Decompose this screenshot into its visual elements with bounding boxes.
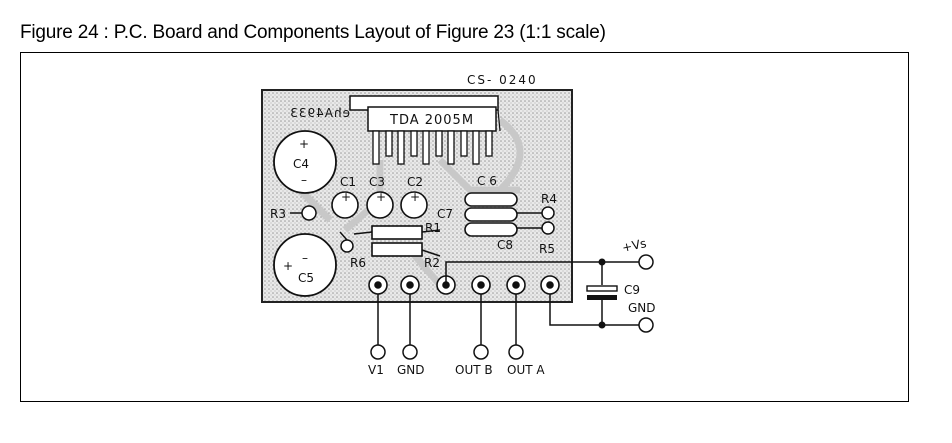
resistor-r6: R6 xyxy=(339,231,366,270)
svg-text:–: – xyxy=(302,251,308,265)
capacitor-c6 xyxy=(464,192,518,237)
c9-label: C9 xyxy=(624,283,640,297)
c4-label: C4 xyxy=(293,157,309,171)
terminal-circles xyxy=(370,254,654,360)
resistor-r1 xyxy=(353,225,441,257)
resistor-r3: R3 xyxy=(270,205,317,221)
ic-tda2005m: TDA 2005M xyxy=(349,95,501,165)
c3-label: C3 xyxy=(369,175,385,189)
pad-row xyxy=(368,275,560,295)
svg-text:–: – xyxy=(301,173,307,187)
resistor-r4: R4 xyxy=(517,192,557,220)
figure-frame xyxy=(20,52,909,402)
svg-text:+: + xyxy=(341,190,351,204)
external-wires xyxy=(377,261,640,345)
svg-text:+: + xyxy=(283,259,293,273)
r1-label: R1 xyxy=(425,221,441,235)
board-code: CS- 0240 xyxy=(467,73,538,87)
r2-label: R2 xyxy=(424,256,440,270)
capacitor-c3: + C3 xyxy=(366,175,394,219)
c1-label: C1 xyxy=(340,175,356,189)
svg-text:+: + xyxy=(299,137,309,151)
svg-text:+: + xyxy=(376,190,386,204)
terminal-vs: +Vs xyxy=(621,236,648,255)
r4-label: R4 xyxy=(541,192,557,206)
r5-label: R5 xyxy=(539,242,555,256)
c5-label: C5 xyxy=(298,271,314,285)
mirrored-code: ehA4933 xyxy=(289,106,350,120)
terminal-out-b: OUT B xyxy=(455,363,493,377)
resistor-r5: R5 xyxy=(517,221,555,256)
c8-label: C8 xyxy=(497,238,513,252)
capacitor-c9: C9 xyxy=(586,283,640,300)
c6-label: C 6 xyxy=(477,174,497,188)
capacitor-c1: + C1 xyxy=(331,175,359,219)
c2-label: C2 xyxy=(407,175,423,189)
svg-text:+: + xyxy=(410,190,420,204)
r6-label: R6 xyxy=(350,256,366,270)
r3-label: R3 xyxy=(270,207,286,221)
c7-label: C7 xyxy=(437,207,453,221)
terminal-gnd-bottom: GND xyxy=(397,363,425,377)
capacitor-c2: + C2 xyxy=(400,175,428,219)
figure-caption: Figure 24 : P.C. Board and Components La… xyxy=(20,22,606,43)
capacitor-c4: + C4 – xyxy=(273,130,337,194)
ic-label: TDA 2005M xyxy=(389,113,474,128)
capacitor-c5: + – C5 xyxy=(273,233,337,297)
terminal-gnd-right: GND xyxy=(628,301,656,315)
terminal-v1: V1 xyxy=(368,363,384,377)
terminal-out-a: OUT A xyxy=(507,363,545,377)
